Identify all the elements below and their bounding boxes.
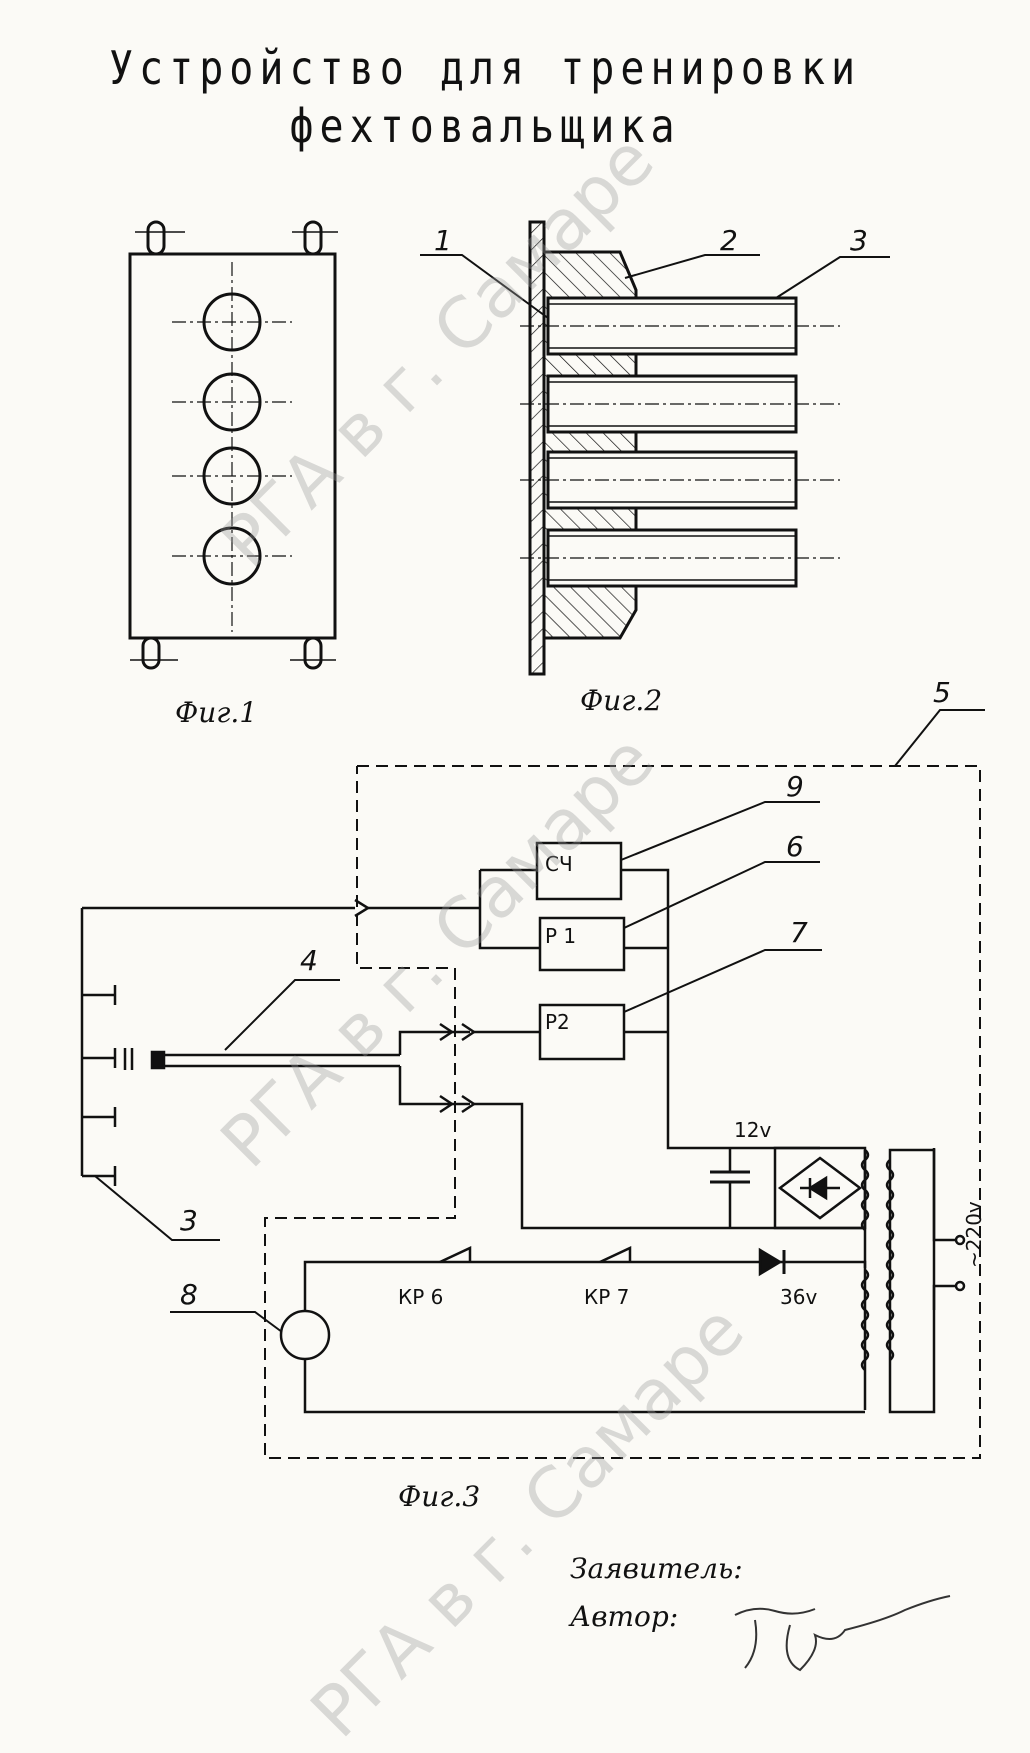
leader-8 [170,1311,283,1333]
callout-3-top: 3 [850,224,868,257]
mains-terminal-1 [954,1234,966,1246]
title-line-2: фехтовальщика [289,100,681,154]
drawing-sheet: Устройство для тренировки фехтовальщика [80,42,986,1753]
leader-6 [623,861,820,929]
leader-9 [620,801,820,861]
callout-5: 5 [933,676,951,709]
contact-kr7 [599,1246,632,1264]
callout-3-bottom: 3 [180,1204,198,1237]
leader-4 [224,979,340,1051]
callout-9: 9 [786,770,804,803]
target-contacts-3 [82,985,117,1186]
author-label: Автор: [570,1600,679,1633]
leader-5 [894,709,985,767]
mains-terminal-2 [954,1280,966,1292]
contact-kr6 [439,1246,472,1264]
lamp-8 [279,1309,331,1361]
callout-8: 8 [180,1278,198,1311]
mounting-pin-top-right [303,220,323,256]
enclosure-5 [264,765,981,1459]
figure-3-schematic [80,709,985,1459]
transformer-primary [885,1159,895,1361]
leader-3-bottom [94,1175,220,1241]
callout-7: 7 [790,916,808,949]
target-plate-outline [128,252,337,640]
label-p2: Р2 [545,1010,570,1034]
label-sch: СЧ [545,852,573,876]
diode-bridge [777,1156,863,1220]
figure-2-caption: Фиг.2 [580,684,663,717]
weapon-tip [150,1050,166,1070]
figure-3-caption: Фиг.3 [398,1480,481,1513]
label-36v: 36v [780,1285,818,1309]
callout-4: 4 [300,944,318,977]
leader-2 [624,254,760,279]
applicant-label: Заявитель: [570,1552,743,1585]
figure-1-front-view [128,220,338,670]
callout-2: 2 [720,224,738,257]
label-220v: ~220v [962,1201,986,1268]
mounting-pin-bottom-left [141,636,161,670]
technical-drawing [80,220,985,1672]
leader-7 [623,949,822,1013]
mounting-pin-bottom-right [303,636,323,670]
label-kr6: КР 6 [398,1285,444,1309]
callout-6: 6 [786,830,804,863]
leader-1 [420,254,549,319]
label-12v: 12v [734,1118,772,1142]
callout-1: 1 [434,224,452,257]
relay-p1-6 [538,916,626,972]
figure-1-caption: Фиг.1 [175,696,258,729]
figure-2-section-view [420,220,890,676]
label-kr7: КР 7 [584,1285,630,1309]
author-signature [734,1595,951,1672]
lamp-circuit-bottom [303,1358,865,1414]
mounting-pin-top-left [146,220,166,256]
title-line-1: Устройство для тренировки [108,42,862,96]
diode-36v [758,1247,783,1277]
transformer-core [888,1148,936,1414]
lamp-circuit-top [303,1260,867,1312]
label-p1: Р 1 [545,924,577,948]
leader-3 [775,256,890,299]
